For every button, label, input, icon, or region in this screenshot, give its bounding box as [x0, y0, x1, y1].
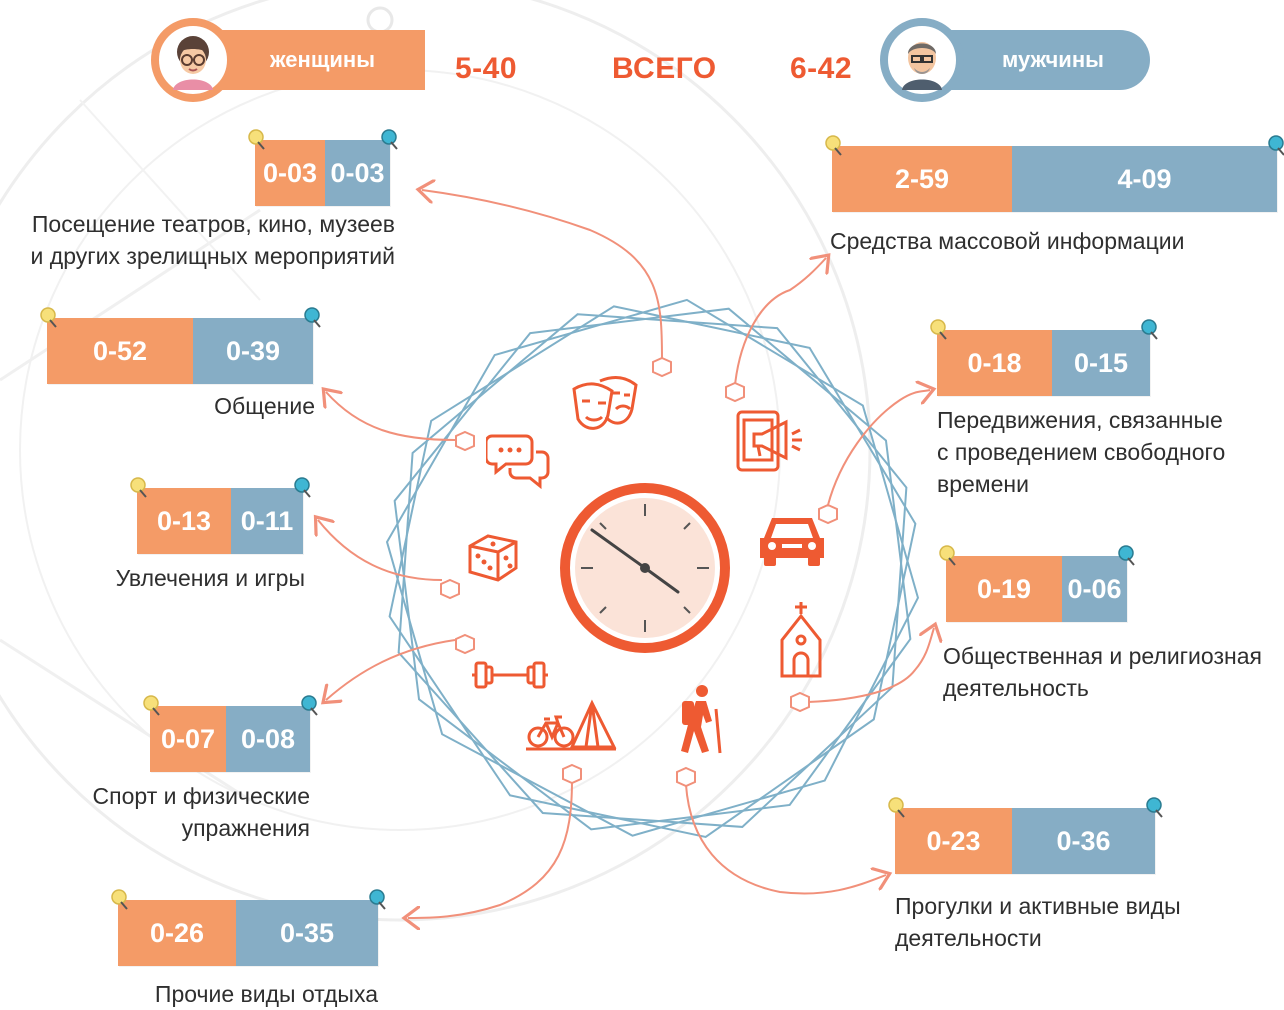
pin-blue-icon — [291, 476, 313, 498]
bar-media-men: 4-09 — [1012, 146, 1277, 212]
bar-media-women: 2-59 — [832, 146, 1012, 212]
bar-walks: 0-23 0-36 — [888, 797, 1163, 874]
pin-blue-icon — [366, 888, 388, 910]
bar-theatre-men: 0-03 — [325, 140, 390, 206]
women-total: 5-40 — [455, 52, 518, 85]
church-icon — [780, 602, 822, 678]
bar-travel-men: 0-15 — [1052, 330, 1150, 396]
pin-yellow-icon — [127, 476, 149, 498]
bar-other-men: 0-35 — [236, 900, 378, 966]
pin-blue-icon — [1115, 544, 1137, 566]
bar-hobbies-women: 0-13 — [137, 488, 231, 554]
car-icon — [760, 518, 824, 566]
men-total: 6-42 — [790, 52, 853, 85]
bar-media: 2-59 4-09 — [825, 135, 1284, 212]
men-label: мужчины — [1002, 47, 1104, 72]
bar-sport: 0-07 0-08 — [143, 695, 318, 772]
bar-other-women: 0-26 — [118, 900, 236, 966]
chat-bubbles-icon — [486, 434, 550, 490]
octagon-frame — [385, 298, 920, 839]
pin-blue-icon — [298, 694, 320, 716]
woman-avatar — [151, 18, 235, 102]
pin-blue-icon — [301, 306, 323, 328]
pin-yellow-icon — [927, 318, 949, 340]
label-hobbies: Увлечения и игры — [115, 565, 305, 591]
bar-theatre: 0-03 0-03 — [248, 129, 398, 206]
clock-icon — [560, 483, 730, 653]
bar-other: 0-26 0-35 — [111, 889, 386, 966]
hiker-icon — [681, 685, 722, 754]
label-communication: Общение — [214, 393, 315, 419]
pin-yellow-icon — [245, 128, 267, 150]
pin-yellow-icon — [140, 694, 162, 716]
pin-yellow-icon — [822, 134, 844, 156]
bar-walks-women: 0-23 — [895, 808, 1012, 874]
bar-walks-men: 0-36 — [1012, 808, 1155, 874]
bar-communication-men: 0-39 — [193, 318, 313, 384]
pin-yellow-icon — [885, 796, 907, 818]
pin-yellow-icon — [936, 544, 958, 566]
bar-communication-women: 0-52 — [47, 318, 193, 384]
women-label: женщины — [270, 47, 375, 72]
bar-social-men: 0-06 — [1062, 556, 1127, 622]
pin-blue-icon — [1138, 318, 1160, 340]
dumbbell-icon — [472, 661, 548, 689]
theatre-masks-icon — [572, 376, 638, 430]
men-header-pill: мужчины — [880, 18, 1150, 102]
pin-yellow-icon — [108, 888, 130, 910]
man-face-icon — [902, 42, 942, 90]
bar-social-women: 0-19 — [946, 556, 1062, 622]
tablet-megaphone-icon — [736, 410, 802, 472]
bar-theatre-women: 0-03 — [255, 140, 325, 206]
bar-communication: 0-52 0-39 — [40, 307, 321, 384]
pin-blue-icon — [1265, 134, 1284, 156]
bar-hobbies-men: 0-11 — [231, 488, 303, 554]
woman-face-icon — [173, 36, 213, 90]
women-header-pill: женщины — [151, 18, 425, 102]
bar-travel-women: 0-18 — [937, 330, 1052, 396]
bar-hobbies: 0-13 0-11 — [130, 477, 311, 554]
label-media: Средства массовой информации — [830, 228, 1185, 254]
pin-yellow-icon — [37, 306, 59, 328]
bicycle-tent-icon — [526, 699, 617, 751]
label-other: Прочие виды отдыха — [154, 981, 378, 1007]
pin-blue-icon — [378, 128, 400, 150]
pin-blue-icon — [1143, 796, 1165, 818]
bar-travel: 0-18 0-15 — [930, 319, 1158, 396]
dice-icon — [468, 534, 518, 582]
bar-social: 0-19 0-06 — [939, 545, 1135, 622]
man-avatar — [880, 18, 964, 102]
total-label: ВСЕГО — [612, 52, 717, 85]
bar-sport-women: 0-07 — [150, 706, 226, 772]
bar-sport-men: 0-08 — [226, 706, 310, 772]
